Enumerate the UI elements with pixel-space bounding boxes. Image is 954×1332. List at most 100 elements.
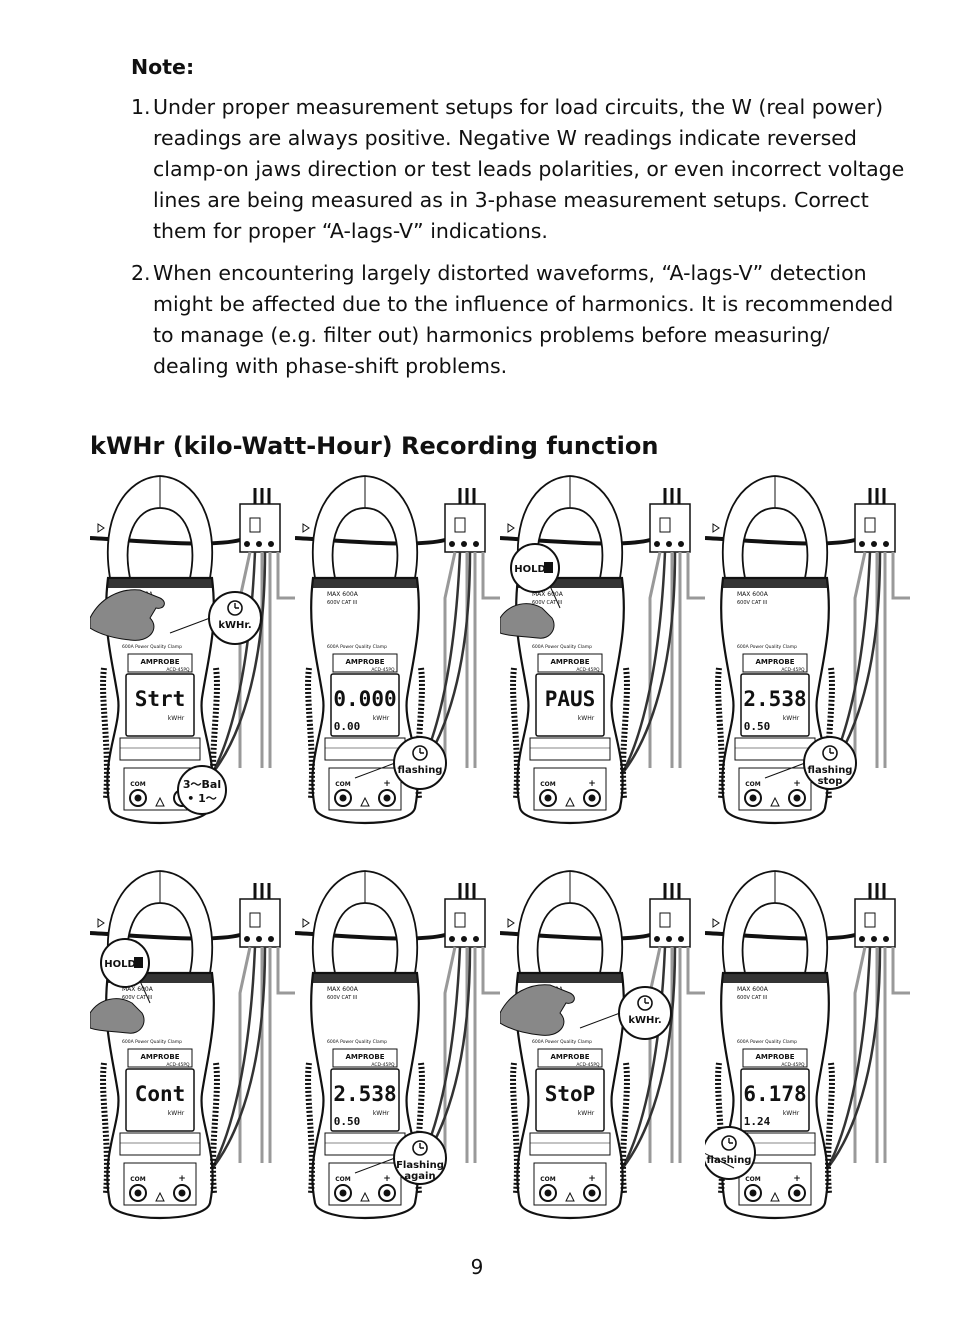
clock-icon bbox=[721, 1135, 737, 1151]
clamp-meter-drawing: MAX 600A 600V CAT III 600A Power Quality… bbox=[90, 870, 295, 1220]
note-item-text: Under proper measurement setups for load… bbox=[153, 95, 905, 243]
kwhr-illustration: MAX 600A 600V CAT III 600A Power Quality… bbox=[90, 468, 910, 1243]
clock-icon bbox=[412, 1140, 428, 1156]
svg-text:+: + bbox=[383, 779, 391, 789]
com-jack-label: COM bbox=[130, 781, 146, 788]
lcd-sub-reading: 0.50 bbox=[744, 720, 771, 733]
meter-model: ACD-45PQ bbox=[576, 1062, 600, 1068]
meter-panel-3: MAX 600A 600V CAT III 600A Power Quality… bbox=[500, 468, 705, 848]
note-item: 2. When encountering largely distorted w… bbox=[131, 258, 911, 382]
clock-icon bbox=[227, 600, 243, 616]
lcd-sub-reading: 0.50 bbox=[334, 1115, 361, 1128]
rotary-callout-line2: • 1～ bbox=[187, 792, 217, 805]
clamp-meter-drawing: MAX 600A 600V CAT III 600A Power Quality… bbox=[500, 870, 705, 1220]
callout-bubble: kWHr. bbox=[169, 591, 262, 645]
lcd-unit: kWHr bbox=[783, 715, 800, 722]
meter-brand: AMPROBE bbox=[756, 1053, 795, 1061]
lcd-unit: kWHr bbox=[578, 1110, 595, 1117]
callout-bubble: kWHr. bbox=[579, 986, 672, 1040]
clamp-meter-drawing: MAX 600A 600V CAT III 600A Power Quality… bbox=[705, 870, 910, 1220]
hold-callout-label: HOLD bbox=[514, 564, 546, 575]
lcd-main-reading: PAUS bbox=[545, 687, 596, 711]
meter-model: ACD-45PQ bbox=[166, 667, 190, 673]
lcd-unit: kWHr bbox=[783, 1110, 800, 1117]
meter-cat-label: 600V CAT III bbox=[327, 995, 357, 1001]
lcd-main-reading: 2.538 bbox=[743, 687, 806, 711]
clamp-meter-drawing: MAX 600A 600V CAT III 600A Power Quality… bbox=[295, 870, 500, 1220]
meter-desc-label: 600A Power Quality Clamp bbox=[737, 1039, 797, 1045]
callout-label: flashing bbox=[398, 765, 443, 776]
callout-label: flashing bbox=[707, 1155, 752, 1166]
meter-desc-label: 600A Power Quality Clamp bbox=[122, 1039, 182, 1045]
callout-sublabel: again bbox=[404, 1171, 435, 1182]
lcd-main-reading: Strt bbox=[135, 687, 186, 711]
com-jack-label: COM bbox=[335, 1176, 351, 1183]
rotary-callout-line1: 3～Bal bbox=[183, 778, 221, 791]
clamp-meter-drawing: MAX 600A 600V CAT III 600A Power Quality… bbox=[295, 475, 500, 825]
page-number: 9 bbox=[470, 1255, 484, 1279]
callout-label: kWHr. bbox=[628, 1015, 661, 1026]
lcd-unit: kWHr bbox=[578, 715, 595, 722]
com-jack-label: COM bbox=[745, 1176, 761, 1183]
meter-model: ACD-45PQ bbox=[371, 667, 395, 673]
svg-text:+: + bbox=[588, 779, 596, 789]
callout-bubble: flashing stop bbox=[764, 736, 857, 790]
meter-max-label: MAX 600A bbox=[327, 591, 359, 598]
note-item: 1. Under proper measurement setups for l… bbox=[131, 92, 911, 247]
callout-bubble: flashing bbox=[354, 736, 447, 790]
hold-callout-label: HOLD bbox=[104, 959, 136, 970]
meter-max-label: MAX 600A bbox=[532, 591, 564, 598]
meter-desc-label: 600A Power Quality Clamp bbox=[737, 644, 797, 650]
meter-desc-label: 600A Power Quality Clamp bbox=[122, 644, 182, 650]
meter-desc-label: 600A Power Quality Clamp bbox=[327, 1039, 387, 1045]
meter-panel-7: MAX 600A 600V CAT III 600A Power Quality… bbox=[500, 863, 705, 1243]
note-item-number: 2. bbox=[131, 261, 151, 285]
clamp-meter-drawing: MAX 600A 600V CAT III 600A Power Quality… bbox=[705, 475, 910, 825]
meter-panel-5: MAX 600A 600V CAT III 600A Power Quality… bbox=[90, 863, 295, 1243]
meter-model: ACD-45PQ bbox=[781, 667, 805, 673]
svg-text:+: + bbox=[793, 779, 801, 789]
callout-sublabel: stop bbox=[818, 776, 843, 787]
com-jack-label: COM bbox=[335, 781, 351, 788]
lcd-unit: kWHr bbox=[373, 1110, 390, 1117]
svg-text:+: + bbox=[793, 1174, 801, 1184]
lcd-main-reading: 2.538 bbox=[333, 1082, 396, 1106]
meter-cat-label: 600V CAT III bbox=[532, 600, 562, 606]
meter-max-label: MAX 600A bbox=[737, 591, 769, 598]
lcd-sub-reading: 1.24 bbox=[744, 1115, 771, 1128]
lcd-unit: kWHr bbox=[168, 1110, 185, 1117]
clock-icon bbox=[822, 745, 838, 761]
lcd-main-reading: Cont bbox=[135, 1082, 186, 1106]
svg-text:+: + bbox=[588, 1174, 596, 1184]
clock-icon bbox=[637, 995, 653, 1011]
note-section: Note: 1. Under proper measurement setups… bbox=[131, 52, 911, 393]
svg-text:+: + bbox=[178, 1174, 186, 1184]
note-title: Note: bbox=[131, 55, 195, 79]
meter-desc-label: 600A Power Quality Clamp bbox=[532, 644, 592, 650]
meter-brand: AMPROBE bbox=[346, 1053, 385, 1061]
meter-panel-8: MAX 600A 600V CAT III 600A Power Quality… bbox=[705, 863, 910, 1243]
meter-panel-4: MAX 600A 600V CAT III 600A Power Quality… bbox=[705, 468, 910, 848]
meter-model: ACD-45PQ bbox=[371, 1062, 395, 1068]
clock-icon bbox=[412, 745, 428, 761]
meter-cat-label: 600V CAT III bbox=[327, 600, 357, 606]
clamp-meter-drawing: MAX 600A 600V CAT III 600A Power Quality… bbox=[500, 475, 705, 825]
callout-label: Flashing bbox=[396, 1160, 444, 1171]
note-item-number: 1. bbox=[131, 95, 151, 119]
meter-brand: AMPROBE bbox=[756, 658, 795, 666]
meter-model: ACD-45PQ bbox=[781, 1062, 805, 1068]
lcd-sub-reading: 0.00 bbox=[334, 720, 361, 733]
svg-text:+: + bbox=[383, 1174, 391, 1184]
lcd-main-reading: 0.000 bbox=[333, 687, 396, 711]
clamp-meter-drawing: MAX 600A 600V CAT III 600A Power Quality… bbox=[90, 475, 295, 825]
meter-max-label: MAX 600A bbox=[327, 986, 359, 993]
callout-bubble: Flashing again bbox=[354, 1131, 447, 1185]
meter-panel-2: MAX 600A 600V CAT III 600A Power Quality… bbox=[295, 468, 500, 848]
meter-model: ACD-45PQ bbox=[166, 1062, 190, 1068]
meter-brand: AMPROBE bbox=[551, 658, 590, 666]
note-item-text: When encountering largely distorted wave… bbox=[153, 261, 894, 378]
lcd-unit: kWHr bbox=[168, 715, 185, 722]
meter-cat-label: 600V CAT III bbox=[737, 600, 767, 606]
meter-cat-label: 600V CAT III bbox=[737, 995, 767, 1001]
lcd-main-reading: 6.178 bbox=[743, 1082, 806, 1106]
